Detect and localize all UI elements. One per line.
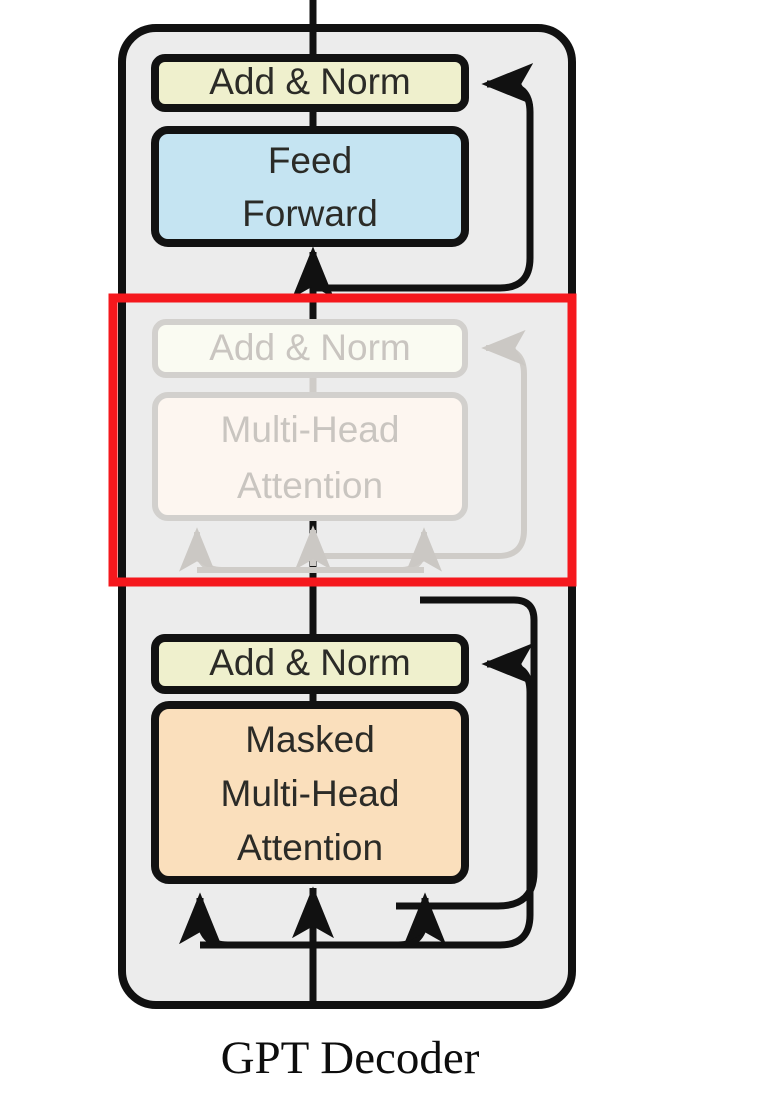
block-label-feed-forward-line2: Forward <box>242 193 378 234</box>
block-rect-add-norm-bottom <box>151 634 469 694</box>
block-add-norm-top: Add & Norm <box>151 54 469 112</box>
block-rect-add-norm-cross-dim <box>152 319 468 378</box>
block-rect-multi-head-attention-dim <box>152 392 468 521</box>
residual-connection-masked-attention <box>313 643 534 949</box>
block-masked-multi-head-attention: Masked Multi-Head Attention <box>151 701 469 884</box>
block-add-norm-cross-dim: Add & Norm <box>152 319 468 378</box>
block-label-add-norm-cross-dim: Add & Norm <box>209 327 411 368</box>
block-label-feed-forward-line1: Feed <box>268 140 352 181</box>
residual-connection-feedforward <box>313 63 534 292</box>
block-rect-add-norm-top <box>151 54 469 112</box>
dim-residual-path-cross-attention <box>313 330 527 559</box>
block-label-masked-line3: Attention <box>237 827 383 868</box>
block-rect-feed-forward <box>151 126 469 247</box>
residual-path-feedforward <box>313 63 534 292</box>
removed-cross-attention-group <box>178 330 527 573</box>
block-feed-forward: Feed Forward <box>151 126 469 247</box>
block-add-norm-bottom: Add & Norm <box>151 634 469 694</box>
masked-attention-input-arrows <box>178 886 446 949</box>
block-multi-head-attention-dim: Multi-Head Attention <box>152 392 468 521</box>
block-label-add-norm-bottom: Add & Norm <box>209 642 411 683</box>
block-label-masked-line2: Multi-Head <box>221 773 400 814</box>
residual-riser-outer <box>396 596 538 910</box>
block-label-multi-head-attention-dim-line2: Attention <box>237 465 383 506</box>
block-label-multi-head-attention-dim-line1: Multi-Head <box>221 409 400 450</box>
block-rect-masked-multi-head-attention <box>151 701 469 884</box>
cross-attention-removed-highlight <box>108 293 577 587</box>
residual-riser-outer-path <box>396 596 538 910</box>
block-label-masked-line1: Masked <box>245 719 375 760</box>
figure-caption: GPT Decoder <box>221 1032 480 1084</box>
block-label-add-norm-top: Add & Norm <box>209 61 411 102</box>
residual-path-masked-attention <box>313 643 534 949</box>
